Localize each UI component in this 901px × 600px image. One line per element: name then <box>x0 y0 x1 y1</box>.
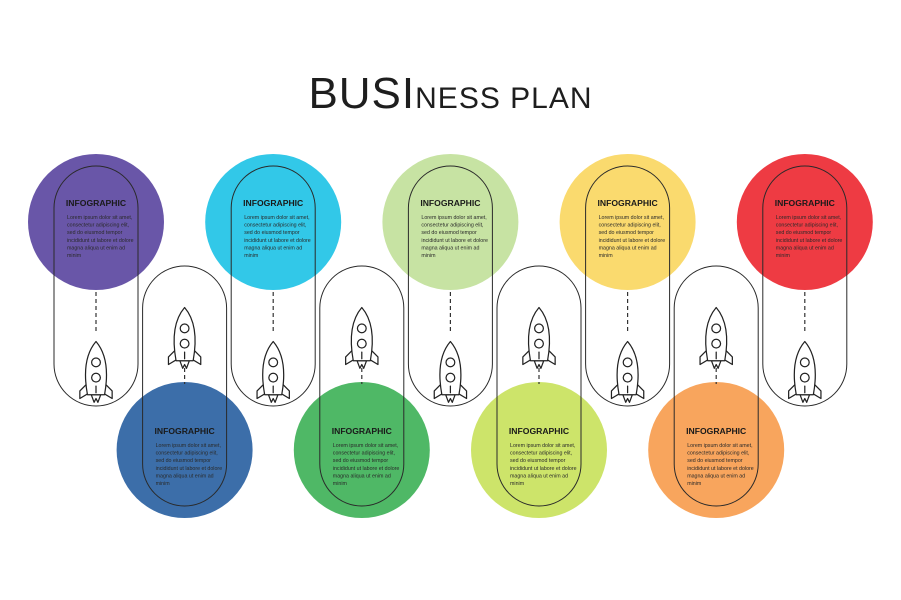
step-heading: INFOGRAPHIC <box>686 426 746 436</box>
step-body-line: magna aliqua ut enim ad <box>333 473 391 479</box>
step-body-line: incididunt ut labore et dolore <box>776 238 843 244</box>
step-body-line: minim <box>599 253 614 259</box>
rocket-icon <box>610 340 645 403</box>
step-body-line: sed do eiusmod tempor <box>599 230 655 236</box>
step-body-line: magna aliqua ut enim ad <box>687 473 745 479</box>
rocket-icon <box>256 340 290 403</box>
step-body-line: consectetur adipiscing elit, <box>599 223 661 229</box>
step-body-line: incididunt ut labore et dolore <box>244 238 311 244</box>
step-body-line: consectetur adipiscing elit, <box>333 451 395 457</box>
step-body-line: minim <box>421 253 436 259</box>
step-body-line: consectetur adipiscing elit, <box>687 451 749 457</box>
step-body-line: Lorem ipsum dolor sit amet, <box>599 215 664 221</box>
labels-layer: INFOGRAPHIC Lorem ipsum dolor sit amet, co… <box>66 198 842 487</box>
step-body-line: Lorem ipsum dolor sit amet, <box>333 443 398 449</box>
step-body-line: sed do eiusmod tempor <box>510 458 566 464</box>
step-frame <box>319 265 405 507</box>
step-body-line: Lorem ipsum dolor sit amet, <box>156 443 221 449</box>
step-body-line: minim <box>244 253 259 259</box>
step-body-line: consectetur adipiscing elit, <box>244 223 306 229</box>
step-circle <box>471 382 607 518</box>
step-body-line: Lorem ipsum dolor sit amet, <box>510 443 575 449</box>
rocket-icon <box>788 340 822 403</box>
rocket-icon <box>167 306 202 369</box>
step-circle <box>116 382 253 518</box>
step-body-line: magna aliqua ut enim ad <box>67 245 125 251</box>
step-circle <box>293 382 430 518</box>
step-body-line: incididunt ut labore et dolore <box>510 466 577 472</box>
step-heading: INFOGRAPHIC <box>332 426 392 436</box>
step-body-line: sed do eiusmod tempor <box>244 230 300 236</box>
title-rest: NESS PLAN <box>415 82 593 115</box>
step-body-line: sed do eiusmod tempor <box>776 230 832 236</box>
step-body-line: minim <box>156 481 171 487</box>
step-circle <box>736 154 873 290</box>
rocket-icon <box>345 306 379 369</box>
title-caps: BUSI <box>308 69 416 118</box>
step-body-line: sed do eiusmod tempor <box>156 458 212 464</box>
rocket-icon <box>433 340 468 403</box>
step-frame <box>230 165 316 407</box>
step-body-line: sed do eiusmod tempor <box>67 230 123 236</box>
rocket-icon <box>522 306 556 369</box>
step-body-line: sed do eiusmod tempor <box>687 458 743 464</box>
rocket-icon <box>699 306 733 369</box>
step-body-line: sed do eiusmod tempor <box>333 458 389 464</box>
step-body-line: consectetur adipiscing elit, <box>156 451 218 457</box>
step-body-line: incididunt ut labore et dolore <box>687 466 754 472</box>
page-title: BUSINESS PLAN <box>0 72 901 116</box>
step-body-line: Lorem ipsum dolor sit amet, <box>776 215 841 221</box>
step-circle <box>648 382 785 518</box>
step-body-line: Lorem ipsum dolor sit amet, <box>687 443 752 449</box>
frames-layer <box>53 165 848 507</box>
step-frame <box>142 265 228 507</box>
step-frame <box>53 165 139 407</box>
step-body-line: magna aliqua ut enim ad <box>599 245 657 251</box>
step-frame <box>673 265 759 507</box>
step-body-line: magna aliqua ut enim ad <box>421 245 479 251</box>
step-body-line: consectetur adipiscing elit, <box>67 223 129 229</box>
step-heading: INFOGRAPHIC <box>598 198 658 208</box>
step-circle <box>28 154 164 290</box>
step-body-line: incididunt ut labore et dolore <box>599 238 666 244</box>
step-body-line: minim <box>776 253 791 259</box>
step-frame <box>496 265 582 507</box>
step-body-line: consectetur adipiscing elit, <box>421 223 483 229</box>
step-body-line: Lorem ipsum dolor sit amet, <box>67 215 132 221</box>
step-heading: INFOGRAPHIC <box>155 426 215 436</box>
step-circle <box>382 154 519 290</box>
step-body-line: minim <box>687 481 702 487</box>
step-body-line: minim <box>333 481 348 487</box>
step-frame <box>585 165 671 407</box>
step-circle <box>559 154 696 290</box>
rocket-icon <box>79 340 113 403</box>
step-body-line: incididunt ut labore et dolore <box>421 238 488 244</box>
step-body-line: incididunt ut labore et dolore <box>333 466 400 472</box>
step-body-line: Lorem ipsum dolor sit amet, <box>244 215 309 221</box>
step-circle <box>205 154 342 290</box>
rockets-layer <box>79 306 822 403</box>
step-frame <box>762 165 848 407</box>
step-body-line: magna aliqua ut enim ad <box>776 245 834 251</box>
step-body-line: incididunt ut labore et dolore <box>156 466 223 472</box>
step-body-line: minim <box>67 253 82 259</box>
step-heading: INFOGRAPHIC <box>243 198 303 208</box>
step-heading: INFOGRAPHIC <box>509 426 569 436</box>
step-heading: INFOGRAPHIC <box>66 198 126 208</box>
step-heading: INFOGRAPHIC <box>775 198 835 208</box>
step-body-line: incididunt ut labore et dolore <box>67 238 134 244</box>
step-body-line: magna aliqua ut enim ad <box>244 245 302 251</box>
connectors-layer <box>95 292 806 384</box>
step-body-line: magna aliqua ut enim ad <box>156 473 214 479</box>
step-body-line: Lorem ipsum dolor sit amet, <box>421 215 486 221</box>
step-body-line: consectetur adipiscing elit, <box>510 451 572 457</box>
step-frame <box>407 165 493 407</box>
step-body-line: magna aliqua ut enim ad <box>510 473 568 479</box>
step-heading: INFOGRAPHIC <box>420 198 480 208</box>
step-body-line: minim <box>510 481 525 487</box>
circles-layer <box>28 154 873 518</box>
step-body-line: consectetur adipiscing elit, <box>776 223 838 229</box>
step-body-line: sed do eiusmod tempor <box>421 230 477 236</box>
